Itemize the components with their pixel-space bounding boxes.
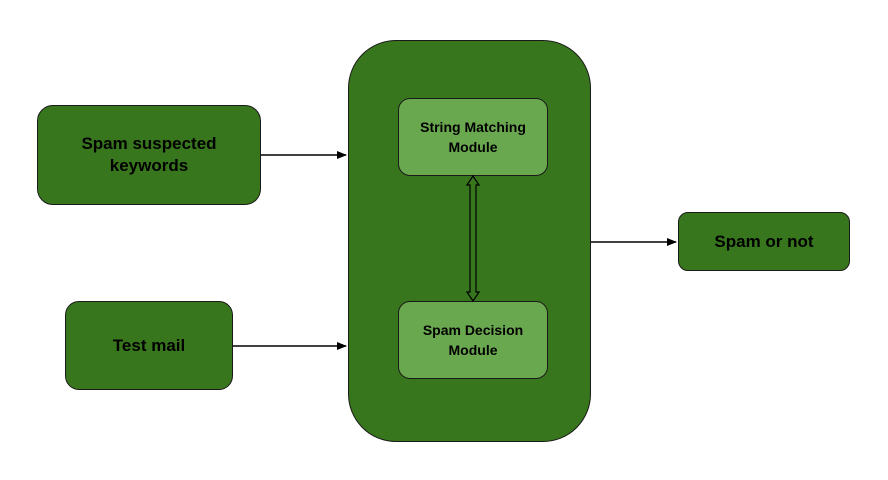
test-mail-node: Test mail xyxy=(65,301,233,390)
spam-or-not-node: Spam or not xyxy=(678,212,850,271)
string-matching-module: String Matching Module xyxy=(398,98,548,176)
spam-decision-module: Spam Decision Module xyxy=(398,301,548,379)
string-matching-label: String Matching Module xyxy=(420,119,526,155)
edge-bidirectional-modules xyxy=(465,174,481,303)
spam-keywords-label: Spam suspected keywords xyxy=(81,134,217,175)
spam-or-not-label: Spam or not xyxy=(714,231,814,251)
spam-keywords-node: Spam suspected keywords xyxy=(37,105,261,205)
test-mail-label: Test mail xyxy=(112,335,186,355)
spam-decision-label: Spam Decision Module xyxy=(422,322,524,358)
